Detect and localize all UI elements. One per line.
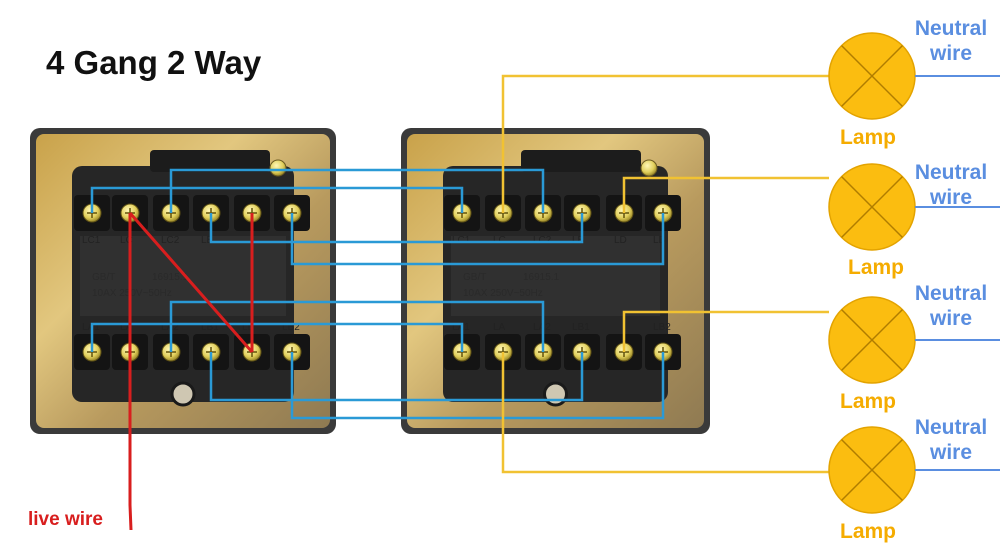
lamp-layer bbox=[828, 32, 1000, 514]
terminal-label: LD bbox=[614, 235, 627, 246]
live-wire-jumper-1 bbox=[128, 212, 254, 353]
lamp-3 bbox=[828, 296, 1000, 384]
terminal-label: LC bbox=[493, 235, 506, 246]
traveler-wire-c2 bbox=[169, 168, 545, 213]
traveler-wire-b bbox=[209, 213, 584, 244]
live-wire-label: live wire bbox=[28, 509, 103, 530]
diagram-title: 4 Gang 2 Way bbox=[46, 44, 262, 81]
traveler-wire-lb2 bbox=[290, 352, 665, 420]
switch-top-tab bbox=[521, 150, 641, 172]
lamp-label-1: Lamp bbox=[840, 126, 897, 149]
terminal-label: LC1 bbox=[452, 235, 471, 246]
plate-text-2: 10AX 250V~50Hz bbox=[463, 288, 543, 299]
terminal-label: LB bbox=[242, 322, 255, 333]
traveler-wire-b2 bbox=[290, 213, 665, 266]
lamp-wire-1 bbox=[501, 74, 829, 213]
terminal-label: LB1 bbox=[201, 322, 219, 333]
wire-layer bbox=[90, 74, 829, 531]
lamp-cross bbox=[841, 45, 903, 107]
terminal-label: LB1 bbox=[572, 322, 590, 333]
plate-text-0: GB/T bbox=[463, 272, 486, 283]
ground-screw bbox=[269, 159, 287, 177]
terminal-label: LB bbox=[653, 235, 666, 246]
lamp-cross bbox=[841, 439, 903, 501]
switch-top-tab bbox=[150, 150, 270, 172]
lamp-label-3: Lamp bbox=[840, 390, 897, 413]
plate-text-2: 10AX 250V~50Hz bbox=[92, 288, 172, 299]
lamp-cross bbox=[841, 309, 903, 371]
traveler-wire-lb1 bbox=[209, 352, 584, 402]
traveler-wire-a2 bbox=[169, 300, 545, 352]
plate-text-0: GB/T bbox=[92, 272, 115, 283]
lamp-wire-4 bbox=[501, 352, 829, 474]
lamp-cross bbox=[841, 176, 903, 238]
mounting-hole bbox=[170, 381, 196, 407]
traveler-wire-c1 bbox=[90, 186, 464, 213]
terminal-label: LB2 bbox=[282, 322, 300, 333]
terminal-label: LA bbox=[493, 322, 506, 333]
mounting-hole bbox=[543, 381, 568, 407]
terminal-label: LC2 bbox=[161, 235, 180, 246]
terminal-label: LC1 bbox=[82, 235, 101, 246]
traveler-wire-a1 bbox=[90, 322, 464, 352]
live-wire-feed bbox=[128, 352, 133, 531]
lamp-2 bbox=[828, 163, 1000, 251]
lamp-wire-3 bbox=[622, 310, 829, 352]
plate-text-1: 16915.1 bbox=[152, 272, 189, 283]
terminal-label: LB bbox=[572, 235, 585, 246]
terminal-label: LB bbox=[201, 235, 214, 246]
terminal-label: LC bbox=[120, 235, 133, 246]
lamp-label-4: Lamp bbox=[840, 520, 897, 543]
ground-screw bbox=[640, 159, 658, 177]
terminal-label: LA bbox=[120, 322, 133, 333]
terminal-label: LC2 bbox=[533, 235, 552, 246]
lamp-4 bbox=[828, 426, 1000, 514]
lamp-label-2: Lamp bbox=[848, 256, 905, 279]
lamp-1 bbox=[828, 32, 1000, 120]
terminal-label: LB2 bbox=[653, 322, 671, 333]
lamp-wire-2 bbox=[622, 176, 829, 213]
plate-text-1: 16915.1 bbox=[523, 272, 560, 283]
